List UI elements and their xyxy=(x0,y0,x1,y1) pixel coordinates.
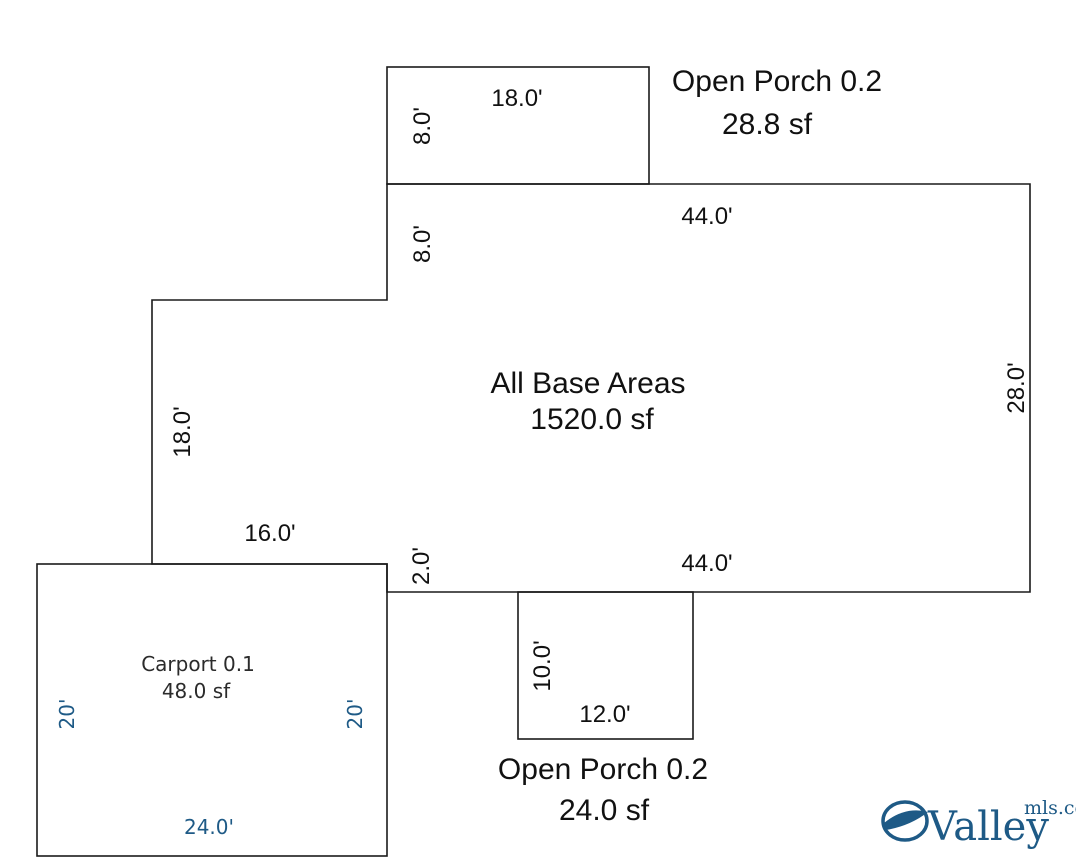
base-area-title: All Base Areas xyxy=(490,367,685,400)
logo-swoosh-icon xyxy=(881,800,929,842)
bottom-porch-depth-label: 10.0' xyxy=(529,640,556,691)
base-right-label: 28.0' xyxy=(1003,362,1030,413)
logo-name: Valley xyxy=(927,804,1049,850)
base-jog-label: 2.0' xyxy=(408,547,435,585)
bottom-porch-area: 24.0 sf xyxy=(559,794,650,827)
base-top-label: 44.0' xyxy=(681,203,732,230)
top-porch-title: Open Porch 0.2 xyxy=(672,65,882,98)
carport-area: 48.0 sf xyxy=(162,679,231,703)
base-area-sf: 1520.0 sf xyxy=(530,403,654,436)
carport-bottom-label: 24.0' xyxy=(184,815,234,839)
top-porch-depth-label: 8.0' xyxy=(409,107,436,145)
carport-title: Carport 0.1 xyxy=(141,652,255,676)
base-left-label: 18.0' xyxy=(169,406,196,457)
base-step-width-label: 16.0' xyxy=(244,520,295,547)
base-left-step-label: 8.0' xyxy=(409,225,436,263)
top-porch-width-label: 18.0' xyxy=(491,85,542,112)
bottom-porch-width-label: 12.0' xyxy=(579,701,630,728)
carport-right-label: 20' xyxy=(343,699,367,730)
base-bottom-label: 44.0' xyxy=(681,550,732,577)
top-porch-area: 28.8 sf xyxy=(722,108,813,141)
carport-outline xyxy=(36,563,388,857)
valley-mls-logo: Valley mls.com xyxy=(881,797,1076,850)
carport-left-label: 20' xyxy=(55,699,79,730)
logo-suffix: mls.com xyxy=(1024,797,1076,819)
bottom-porch-title: Open Porch 0.2 xyxy=(498,753,708,786)
bottom-porch-outline xyxy=(517,591,694,740)
